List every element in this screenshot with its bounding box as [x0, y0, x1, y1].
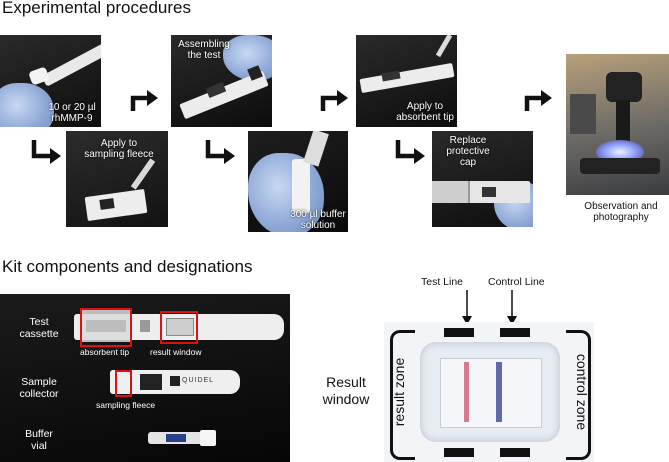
label-result-window: result window [150, 347, 202, 357]
arrow-up-right-1 [130, 90, 158, 111]
photo-step-5: Apply to absorbent tip [356, 35, 457, 127]
highlight-result-window [160, 311, 198, 344]
photo-kit-components: Test cassette Sample collector Buffer vi… [0, 294, 290, 462]
arrow-down-right-2 [205, 140, 235, 164]
photo-step-3: Assembling the test [171, 35, 272, 127]
label-test-cassette: Test cassette [19, 316, 59, 340]
pointer-arrows [462, 290, 517, 325]
label-test-line: Test Line [421, 276, 464, 288]
photo-step-6: Replace protective cap [432, 131, 533, 227]
step-3-caption: Assembling the test [178, 39, 230, 61]
section-title-kit: Kit components and designations [2, 257, 253, 276]
photo-step-7-microscope [566, 54, 669, 195]
photo-step-1: 10 or 20 µl rhMMP-9 [0, 35, 101, 127]
step-2-caption: Apply to sampling fleece [84, 138, 154, 160]
label-control-zone: control zone [574, 353, 590, 431]
step-5-caption: Apply to absorbent tip [396, 101, 454, 123]
result-window-image: result zone control zone [384, 322, 594, 462]
step-6-caption: Replace protective cap [446, 135, 490, 168]
label-sample-collector: Sample collector [19, 376, 59, 400]
label-result-zone: result zone [391, 357, 407, 427]
step-4-caption: 300 µl buffer solution [290, 209, 346, 231]
brand-label: QUIDEL [182, 377, 215, 384]
label-result-window-title: Result window [322, 374, 370, 407]
photo-step-4: 300 µl buffer solution [248, 131, 348, 232]
highlight-sampling-fleece [115, 370, 132, 397]
label-sampling-fleece: sampling fleece [96, 400, 156, 410]
photo-step-2: Apply to sampling fleece [66, 131, 168, 227]
arrow-up-right-3 [524, 90, 552, 111]
arrow-down-right-3 [395, 140, 425, 164]
label-control-line: Control Line [488, 276, 545, 288]
highlight-absorbent-tip [80, 308, 132, 347]
arrow-down-right-1 [31, 140, 61, 164]
arrow-up-right-2 [320, 90, 348, 111]
label-absorbent-tip: absorbent tip [80, 347, 130, 357]
section-title-procedures: Experimental procedures [2, 0, 191, 17]
step-1-caption: 10 or 20 µl rhMMP-9 [48, 102, 96, 124]
label-buffer-vial: Buffer vial [25, 428, 53, 452]
step-7-caption: Observation and photography [584, 201, 658, 223]
